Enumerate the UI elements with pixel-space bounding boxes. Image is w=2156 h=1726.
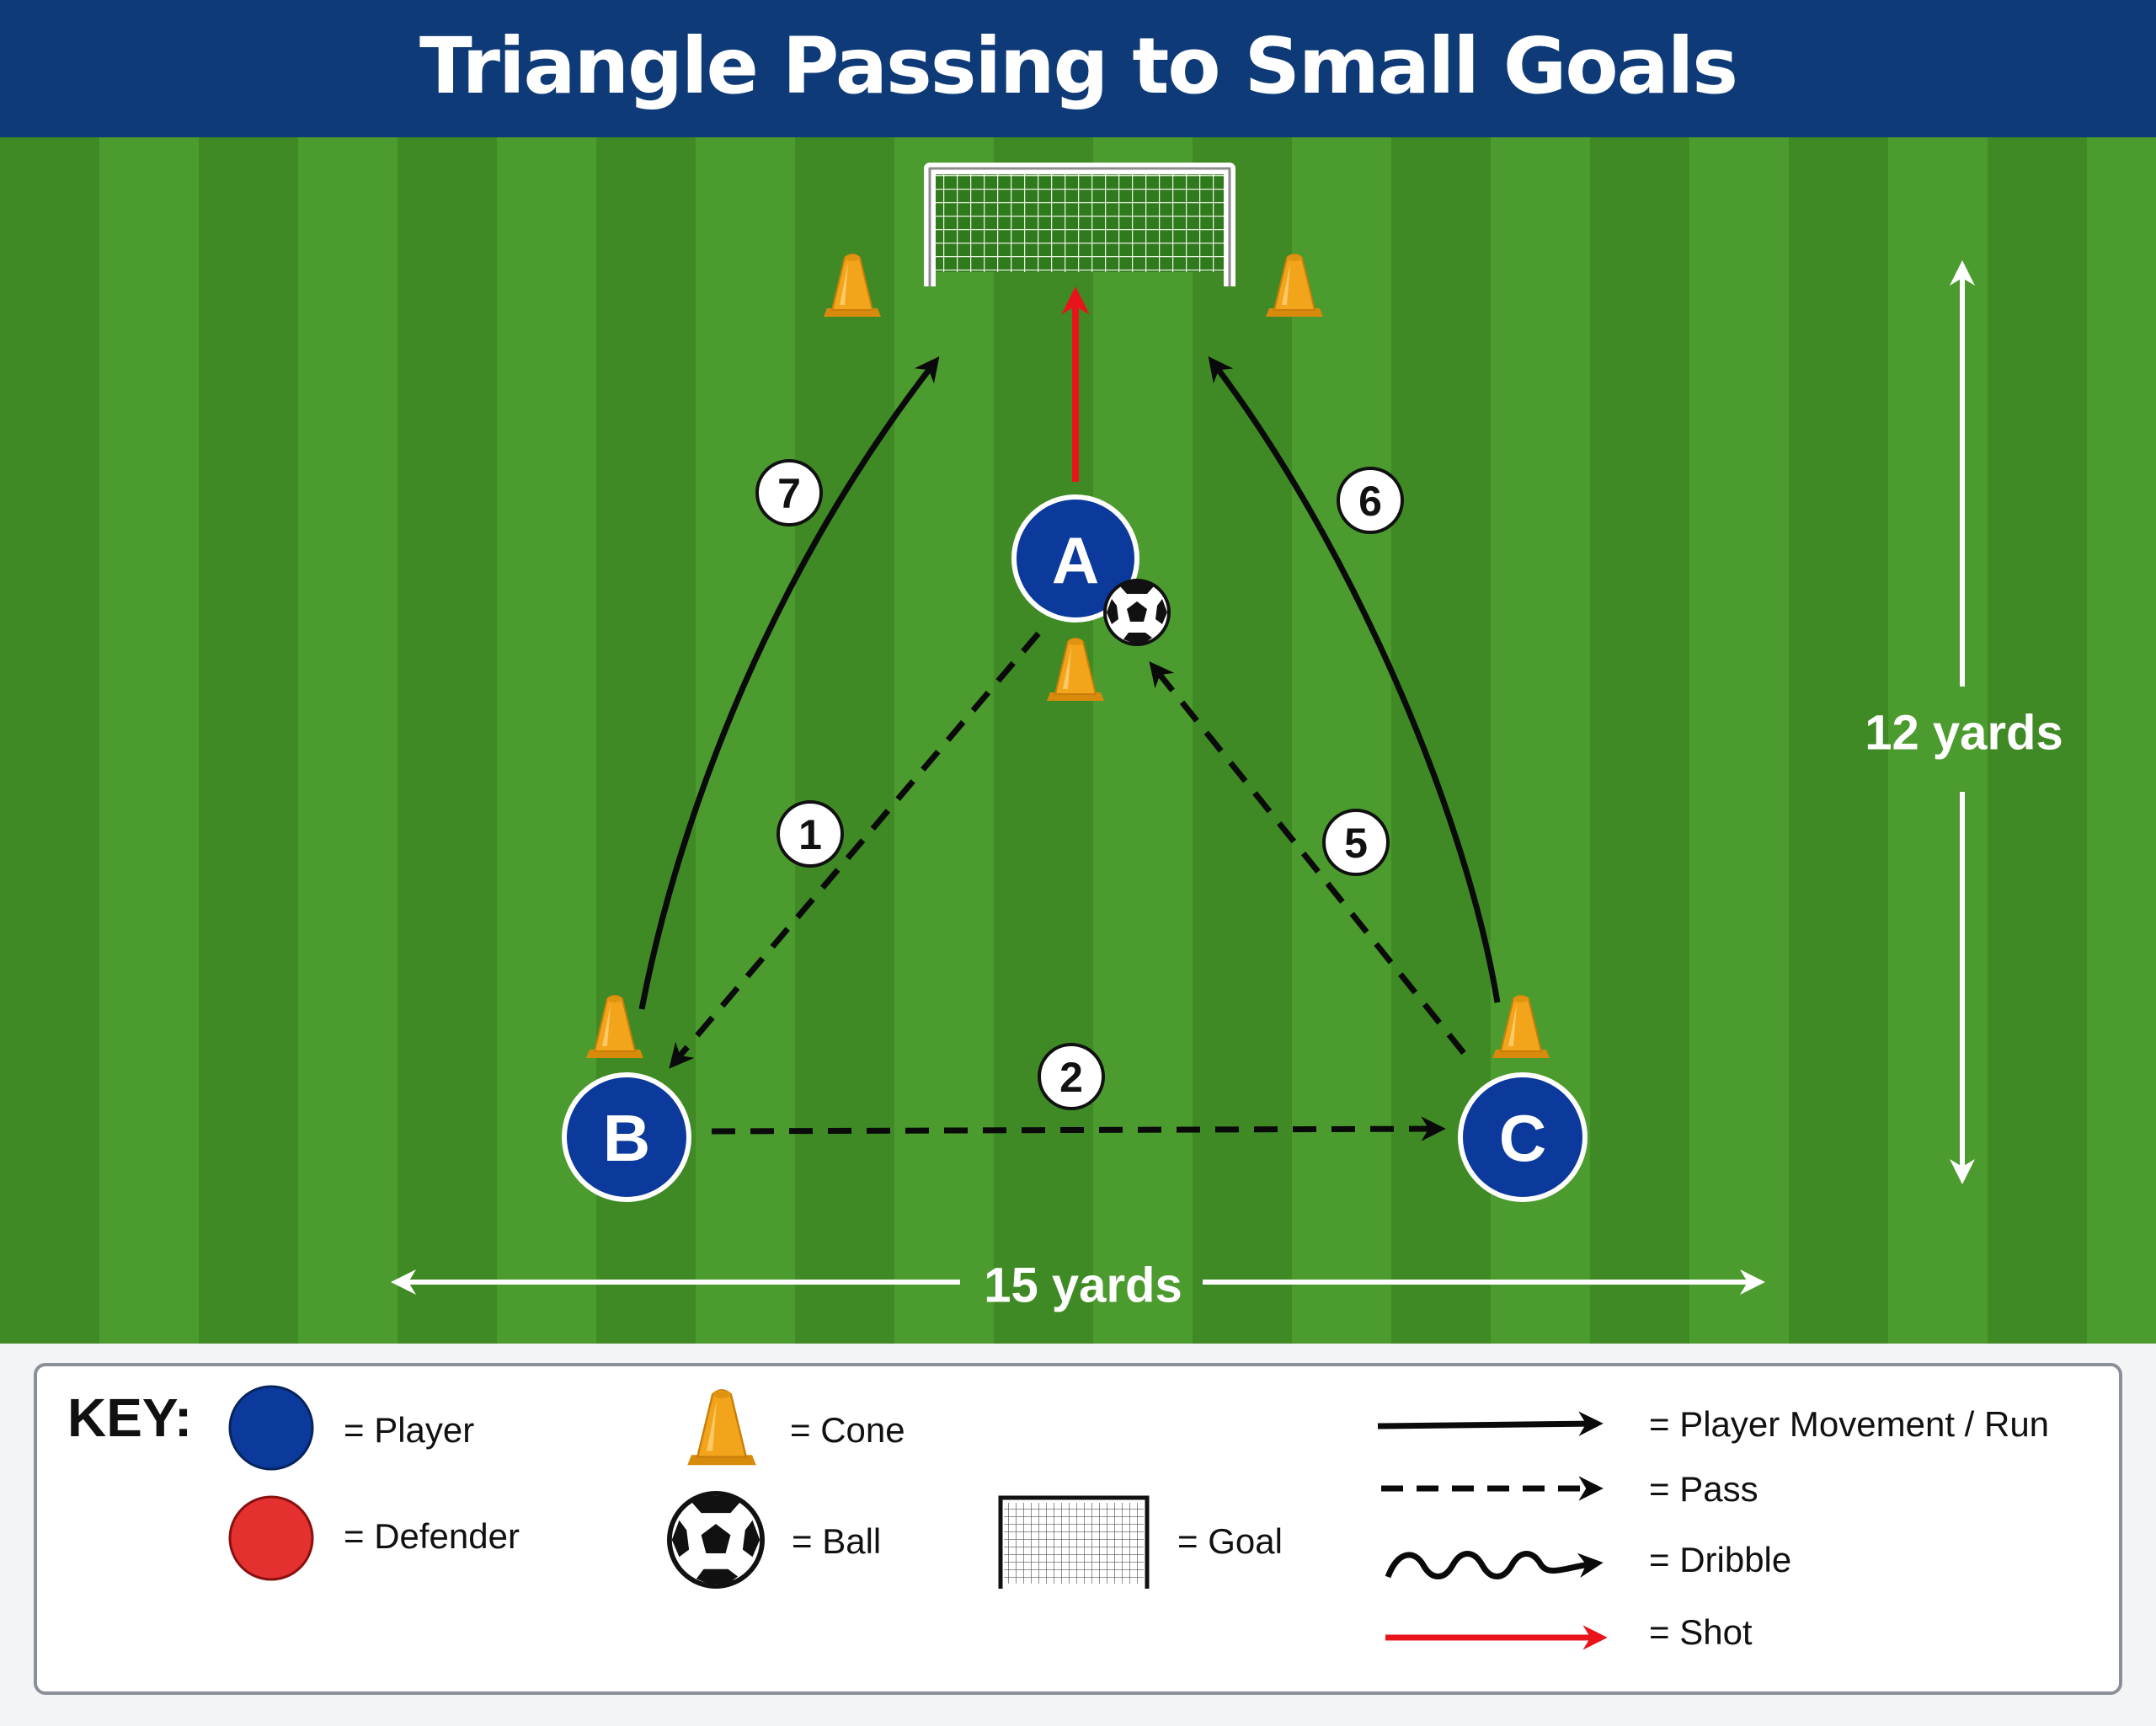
key-player-swatch [228, 1385, 314, 1471]
depth-dimension: 12 yards [1865, 260, 2063, 1184]
step-badge-5: 5 [1322, 809, 1390, 876]
pitch-stripe [795, 137, 895, 1344]
width-label: 15 yards [984, 1258, 1182, 1312]
goal [924, 163, 1235, 286]
key-defender-label: = Defender [344, 1516, 520, 1556]
pitch-stripe [1093, 137, 1193, 1344]
step-badge-2: 2 [1038, 1043, 1105, 1110]
key-pass-label: = Pass [1649, 1469, 1758, 1509]
pass-arrow-2 [711, 1116, 1446, 1141]
key-dribble-label: = Dribble [1649, 1540, 1791, 1579]
key-goal-icon [998, 1495, 1150, 1589]
pitch-stripe [1888, 137, 1988, 1344]
player-b: B [562, 1072, 691, 1202]
svg-text:5: 5 [1344, 820, 1368, 867]
key-ball-label: = Ball [792, 1521, 881, 1561]
key-cone-label: = Cone [790, 1410, 905, 1450]
step-badge-1: 1 [776, 800, 844, 868]
pitch-stripe [994, 137, 1094, 1344]
player-c-label: C [1499, 1101, 1546, 1175]
pitch [0, 137, 2156, 1344]
run-arrow-b [638, 356, 940, 1010]
player-c: C [1458, 1072, 1588, 1202]
key-goal-label: = Goal [1177, 1521, 1283, 1561]
pass-arrow-1 [669, 631, 1041, 1069]
pitch-stripe [1789, 137, 1889, 1344]
svg-text:6: 6 [1358, 478, 1382, 525]
svg-text:2: 2 [1059, 1054, 1083, 1101]
player-a-label: A [1052, 523, 1099, 597]
pitch-stripe [99, 137, 200, 1344]
key-player-label: = Player [344, 1410, 474, 1450]
pitch-stripe [199, 137, 299, 1344]
step-badge-6: 6 [1337, 467, 1404, 534]
key-run-label: = Player Movement / Run [1649, 1404, 2049, 1444]
key-heading: KEY: [67, 1387, 192, 1448]
width-dimension: 15 yards [391, 1258, 1765, 1312]
pass-arrow-5 [1149, 661, 1466, 1055]
pitch-stripe [298, 137, 398, 1344]
title-bar: Triangle Passing to Small Goals [0, 0, 2156, 137]
page-title: Triangle Passing to Small Goals [419, 21, 1738, 111]
step-badge-7: 7 [755, 459, 823, 526]
pitch-stripe [1292, 137, 1392, 1344]
pitch-stripe [398, 137, 498, 1344]
pitch-stripe [696, 137, 796, 1344]
pitch-stripe [2087, 137, 2156, 1344]
key-shot-label: = Shot [1649, 1612, 1753, 1652]
pitch-stripe [1193, 137, 1293, 1344]
key-dribble-line [1385, 1551, 1604, 1579]
ball [1103, 579, 1171, 646]
key-ball-icon [670, 1494, 762, 1586]
pitch-stripe [1689, 137, 1790, 1344]
depth-label: 12 yards [1865, 705, 2063, 760]
run-arrow-c [1208, 355, 1501, 1003]
svg-text:1: 1 [798, 811, 822, 858]
pitch-stripe [894, 137, 995, 1344]
player-a: A [1011, 494, 1139, 623]
key-defender-swatch [228, 1495, 314, 1581]
player-b-label: B [603, 1101, 650, 1175]
key-panel: KEY: = Player = Defender = Cone = Ball =… [34, 1363, 2122, 1695]
pitch-stripe [1988, 137, 2088, 1344]
pitch-stripe [0, 137, 100, 1344]
key-run-line [1377, 1411, 1604, 1436]
svg-text:7: 7 [777, 470, 801, 517]
pitch-stripe [1590, 137, 1690, 1344]
